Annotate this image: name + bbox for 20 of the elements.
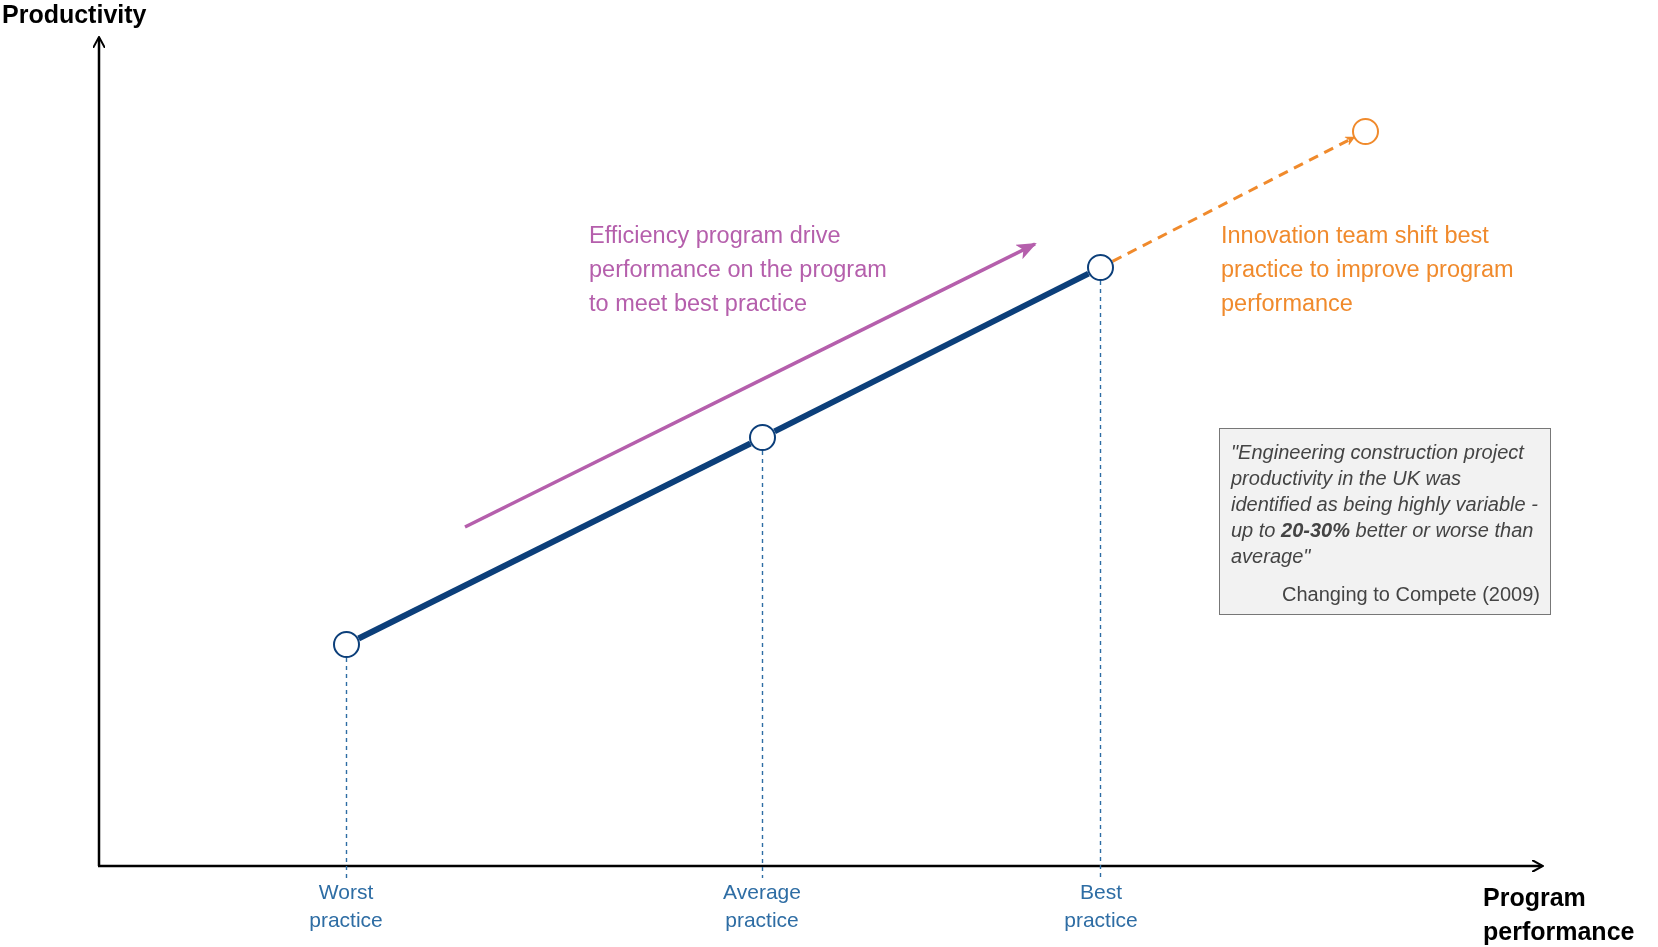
point-marker: [333, 631, 360, 658]
connector-line: [357, 440, 752, 642]
leader-line: [345, 657, 348, 879]
arrow: [1111, 136, 1356, 263]
leader-line: [761, 450, 764, 879]
axis-label: Best practice: [1041, 878, 1161, 936]
axis-title: Productivity: [2, 0, 148, 29]
connector-line: [773, 270, 1090, 435]
leader-line: [1099, 280, 1102, 879]
point-marker: [1087, 254, 1114, 281]
quote-text: "Engineering construction project productivity in the UK was identified as being highly variable - up to 20-30% better or worse than average": [1231, 440, 1539, 569]
axis-label: Worst practice: [286, 878, 406, 936]
annotation-text: Innovation team shift best practice to improve program performance: [1221, 221, 1515, 318]
quote-box: [1219, 428, 1551, 615]
point-marker: [749, 424, 776, 451]
point-marker: [1352, 118, 1379, 145]
axis-label: Average practice: [692, 878, 832, 936]
annotation-text: Efficiency program drive performance on the program to meet best practice: [589, 221, 888, 318]
citation-text: Changing to Compete (2009): [1281, 583, 1540, 606]
axis-title: Program performance: [1483, 882, 1636, 947]
